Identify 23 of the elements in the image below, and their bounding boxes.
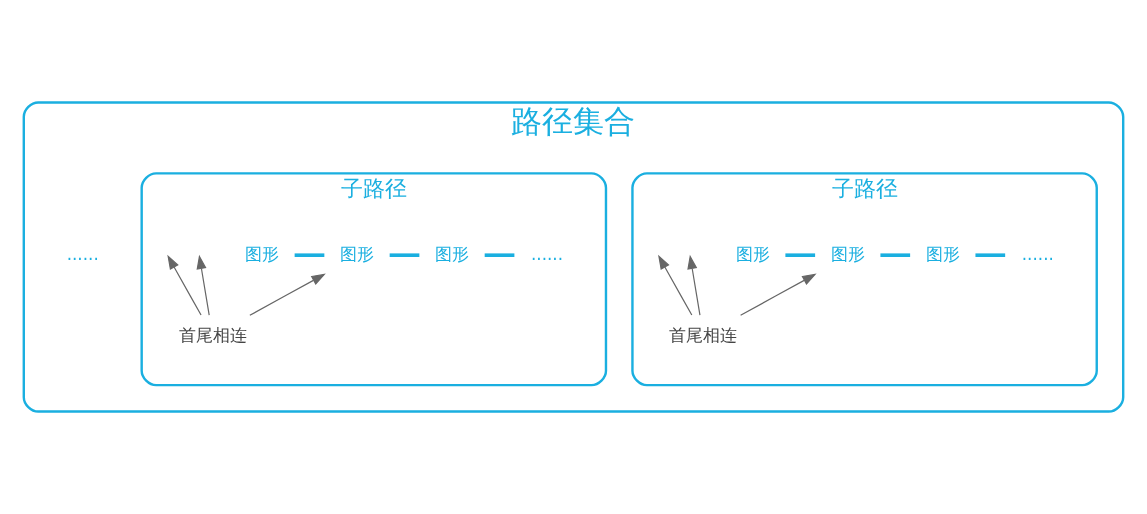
- connector: [389, 253, 420, 257]
- arrow: [249, 273, 326, 316]
- node-text: 首尾相连: [178, 325, 247, 346]
- connector: [785, 253, 816, 257]
- arrow: [658, 254, 693, 316]
- node-text: 图形: [830, 243, 865, 264]
- node-text: ......: [530, 243, 564, 264]
- node-text: ......: [66, 243, 99, 264]
- node-text: ......: [1021, 243, 1054, 264]
- node-text: 图形: [339, 243, 374, 264]
- node-text: 图形: [435, 243, 470, 264]
- connector: [975, 253, 1006, 257]
- arrow: [167, 254, 202, 316]
- node-text: 首尾相连: [669, 325, 738, 346]
- node-text: 图形: [735, 243, 770, 264]
- connector: [880, 253, 911, 257]
- connector: [484, 253, 515, 257]
- arrow: [196, 254, 210, 316]
- connector: [294, 253, 325, 257]
- arrow: [740, 273, 817, 316]
- node-text: 图形: [244, 243, 279, 264]
- node-text: 图形: [925, 243, 960, 264]
- arrow: [687, 254, 701, 316]
